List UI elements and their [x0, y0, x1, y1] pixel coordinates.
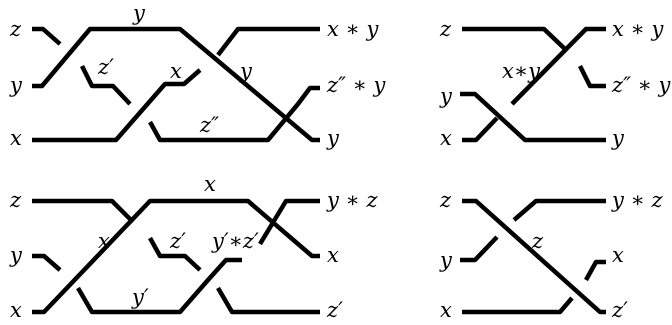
output-label-y-star-z: y ∗ z	[611, 188, 663, 212]
strand-y-segment-3	[258, 198, 320, 246]
strand-x-segment-1	[462, 116, 499, 143]
strand-label-y: y	[239, 59, 253, 83]
output-label-z-double-prime-star-y: z″ ∗ y	[611, 73, 672, 97]
strand-y	[460, 91, 606, 143]
input-label-x: x	[10, 298, 22, 322]
output-label-z-prime: z′	[611, 298, 628, 322]
input-label-y: y	[439, 248, 453, 272]
strand-z-segment-1	[32, 198, 135, 224]
strand-label-y-prime-star-z-prime: y′∗z′	[211, 229, 259, 253]
strand-label-z-prime: z′	[169, 229, 186, 253]
output-label-x: x	[327, 243, 339, 267]
output-label-y-star-z: y ∗ z	[326, 188, 378, 212]
braid-panel-top-right: z y x x∗y x ∗ y z″ ∗ y y	[439, 17, 672, 150]
arc-label-x: x	[204, 172, 216, 196]
strand-y-segment-1	[460, 235, 499, 263]
strand-x-segment-1	[462, 296, 574, 315]
strand-z-segment-1	[32, 26, 62, 46]
input-label-x: x	[440, 126, 452, 150]
input-label-z: z	[9, 17, 22, 41]
strand-label-z-prime: z′	[97, 55, 114, 79]
strand-y-segment-2	[76, 257, 242, 315]
output-label-z-double-prime-star-y: z″ ∗ y	[326, 73, 387, 97]
strand-z-segment-3	[216, 286, 320, 315]
arc-label-y: y	[132, 1, 146, 25]
strand-y-segment-1	[32, 253, 62, 272]
strand-x-segment-1	[32, 68, 202, 143]
input-label-y: y	[9, 73, 23, 97]
output-label-x: x	[612, 243, 624, 267]
braid-panel-bottom-left: z y x x x z′ y′∗z′ y′ y ∗ z x z′	[9, 172, 378, 322]
input-label-x: x	[440, 298, 452, 322]
output-label-x-star-y: x ∗ y	[612, 17, 664, 41]
braid-panel-top-left: z y x y z′ x y z″ x ∗ y z″ ∗ y y	[9, 1, 387, 150]
strand-label-y-prime: y′	[131, 285, 149, 309]
input-label-x: x	[10, 126, 22, 150]
strand-x	[32, 198, 320, 315]
input-label-z: z	[9, 188, 22, 212]
strand-z-segment-2	[79, 64, 132, 106]
input-label-z: z	[439, 17, 452, 41]
strand-label-z: z	[531, 229, 544, 253]
output-label-y: y	[326, 126, 340, 150]
strand-label-z-double-prime: z″	[199, 113, 219, 137]
input-label-y: y	[439, 84, 453, 108]
input-label-y: y	[9, 243, 23, 267]
output-label-z-prime: z′	[326, 298, 343, 322]
strand-x-segment-2	[216, 26, 320, 57]
strand-label-x: x	[170, 59, 182, 83]
input-label-z: z	[439, 188, 452, 212]
strand-z	[462, 198, 606, 315]
strand-z-segment-2	[148, 236, 202, 272]
strand-x-segment-2	[510, 26, 606, 106]
output-label-x-star-y: x ∗ y	[327, 17, 379, 41]
strand-z-segment-1	[462, 26, 568, 52]
strand-y-segment-2	[512, 198, 606, 222]
output-label-y: y	[611, 126, 625, 150]
braid-panel-bottom-right: z y x z y ∗ z x z′	[439, 188, 663, 322]
strand-z-segment-2	[577, 64, 606, 89]
strand-y	[32, 26, 320, 143]
strand-x-segment-2	[584, 259, 606, 282]
strand-z-segment-3	[148, 85, 320, 143]
